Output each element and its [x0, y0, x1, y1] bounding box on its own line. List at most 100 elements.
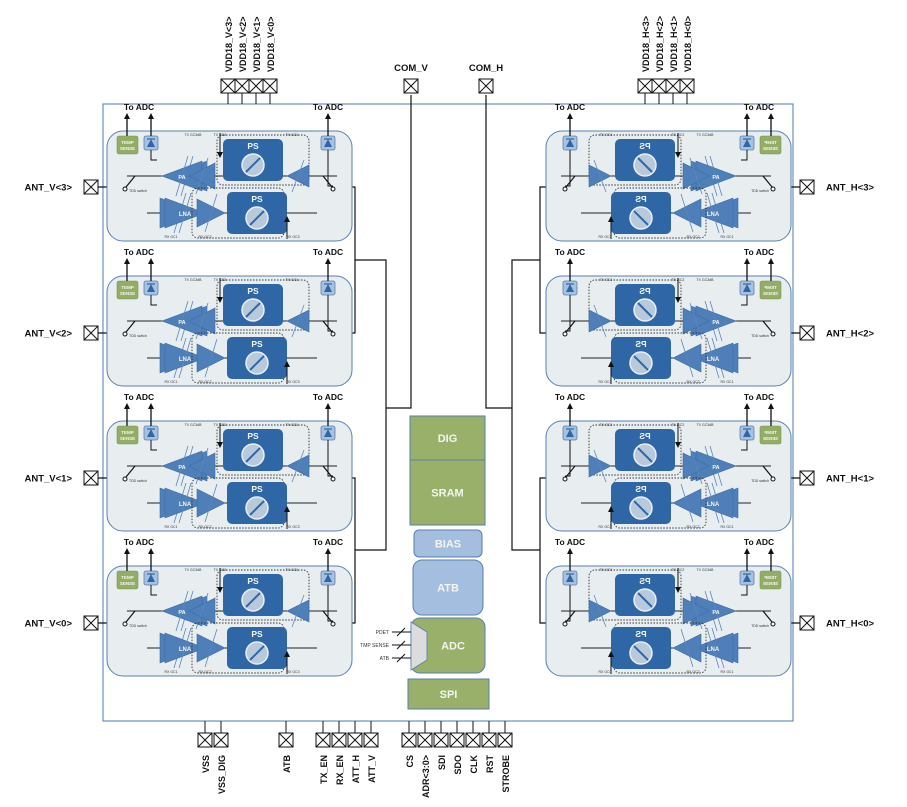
tx-gc1-amp-gain-slash — [291, 449, 305, 483]
diode-icon — [566, 429, 574, 437]
to-adc-label: To ADC — [313, 247, 343, 257]
pad-spi[interactable] — [417, 732, 433, 748]
pad-control[interactable] — [347, 732, 363, 748]
pad-supply[interactable] — [197, 732, 213, 748]
pad-supply[interactable] — [213, 732, 229, 748]
pad-icon — [197, 732, 213, 748]
tx-gc3db-label: TX GC3dB — [185, 133, 203, 137]
pad-icon — [799, 325, 815, 341]
pad-vdd-h[interactable] — [637, 78, 653, 94]
pad-ant-v[interactable] — [83, 470, 99, 486]
temp-sense-box — [116, 425, 139, 445]
tx-phase-shifter: PS — [223, 284, 283, 326]
phase-dial-needle — [249, 355, 265, 371]
lna-amp — [159, 627, 206, 669]
rx-gc2-label: RX GC2 — [686, 670, 699, 674]
pdet-pa — [739, 280, 755, 296]
lna-amp — [692, 627, 739, 669]
pad-control[interactable] — [363, 732, 379, 748]
pad-atb[interactable] — [278, 732, 294, 748]
pad-spi[interactable] — [497, 732, 513, 748]
to-adc-arrow-temp-head — [124, 113, 130, 119]
diode-icon — [566, 139, 574, 147]
tx-phase-shifter: PS — [223, 574, 283, 616]
diode-icon — [743, 429, 751, 437]
to-adc-arrow-ant-head — [325, 113, 331, 119]
to-adc-arrow-ant-head — [325, 548, 331, 554]
pa-amp — [161, 300, 208, 342]
pa-amp-body-gain-slash — [709, 300, 723, 342]
pad-spi[interactable] — [481, 732, 497, 748]
pad-icon — [83, 615, 99, 631]
pad-ant-h[interactable] — [799, 325, 815, 341]
tx-gc2-arrow-head — [675, 152, 681, 158]
tx-gc1-amp-gain-slash — [593, 304, 607, 338]
pad-vdd-v[interactable] — [262, 78, 278, 94]
pad-vdd-h[interactable] — [665, 78, 681, 94]
pad-spi[interactable] — [433, 732, 449, 748]
pad-icon — [315, 732, 331, 748]
pad-vdd-h[interactable] — [651, 78, 667, 94]
pdet-ant — [320, 570, 336, 586]
pad-icon — [220, 78, 236, 94]
pa-amp-body-gain-slash — [709, 155, 723, 197]
pad-ant-v[interactable] — [83, 179, 99, 195]
temp-sense-box — [116, 280, 139, 300]
ps-label: PS — [247, 576, 259, 586]
tdd-switch-right — [562, 476, 568, 482]
diode-icon — [324, 574, 332, 582]
rx-gc3-arrow-head — [284, 216, 290, 222]
tx-gc2-label: TX GC2 — [214, 278, 227, 282]
pa-label: PA — [712, 175, 719, 181]
tx-gc1-label: TX GC1 — [600, 278, 613, 282]
temp-sense-label: SENSE — [120, 581, 135, 586]
tdd-switch-label: TDD switch — [129, 624, 147, 628]
pad-icon — [449, 732, 465, 748]
tdd-switch-right-arm — [322, 175, 333, 188]
pad-vdd-h[interactable] — [679, 78, 695, 94]
pad-spi[interactable] — [401, 732, 417, 748]
pad-ant-v[interactable] — [83, 325, 99, 341]
pa-amp-body-gain-slash — [175, 590, 189, 632]
pad-control[interactable] — [331, 732, 347, 748]
pad-vdd-v[interactable] — [234, 78, 250, 94]
bus-slash — [396, 627, 406, 637]
pad-com-h[interactable] — [478, 78, 494, 94]
pdet-ant — [320, 280, 336, 296]
tdd-switch-right — [562, 621, 568, 627]
pad-icon — [262, 78, 278, 94]
rx-gc2-amp-gain-slash — [680, 483, 694, 523]
pad-icon — [278, 732, 294, 748]
pad-control[interactable] — [315, 732, 331, 748]
rx-phase-shifter: PS — [227, 627, 287, 669]
pad-icon — [403, 78, 419, 94]
pad-spi[interactable] — [449, 732, 465, 748]
pad-ant-h[interactable] — [799, 179, 815, 195]
pad-control-label: RX_EN — [335, 755, 345, 785]
tx-gc3db-label: TX GC3dB — [697, 423, 715, 427]
temp-sense-label: TEMP — [121, 430, 134, 435]
pad-vdd-v[interactable] — [220, 78, 236, 94]
ps-label: PS — [639, 286, 651, 296]
to-adc-arrow-pdet-head — [148, 113, 154, 119]
pad-spi[interactable] — [465, 732, 481, 748]
to-adc-label: To ADC — [313, 537, 343, 547]
to-adc-arrow-temp-head — [124, 548, 130, 554]
pad-ant-v[interactable] — [83, 615, 99, 631]
pad-ant-h[interactable] — [799, 615, 815, 631]
diode-icon — [566, 574, 574, 582]
pad-com-v[interactable] — [403, 78, 419, 94]
tx-phase-shifter: PS — [615, 139, 675, 181]
rx-gc2-label: RX GC2 — [686, 525, 699, 529]
tdd-switch-right-arm — [565, 320, 576, 333]
pad-ant-h[interactable] — [799, 470, 815, 486]
pin-label-ant-v: ANT_V<2> — [24, 329, 72, 340]
pad-icon — [799, 179, 815, 195]
to-adc-arrow-temp-head — [768, 548, 774, 554]
pad-vdd-v[interactable] — [248, 78, 264, 94]
phase-dial-needle — [633, 645, 649, 661]
rx-gc2-amp-gain-slash — [680, 193, 694, 233]
rx-gc3-label: RX GC3 — [286, 235, 299, 239]
